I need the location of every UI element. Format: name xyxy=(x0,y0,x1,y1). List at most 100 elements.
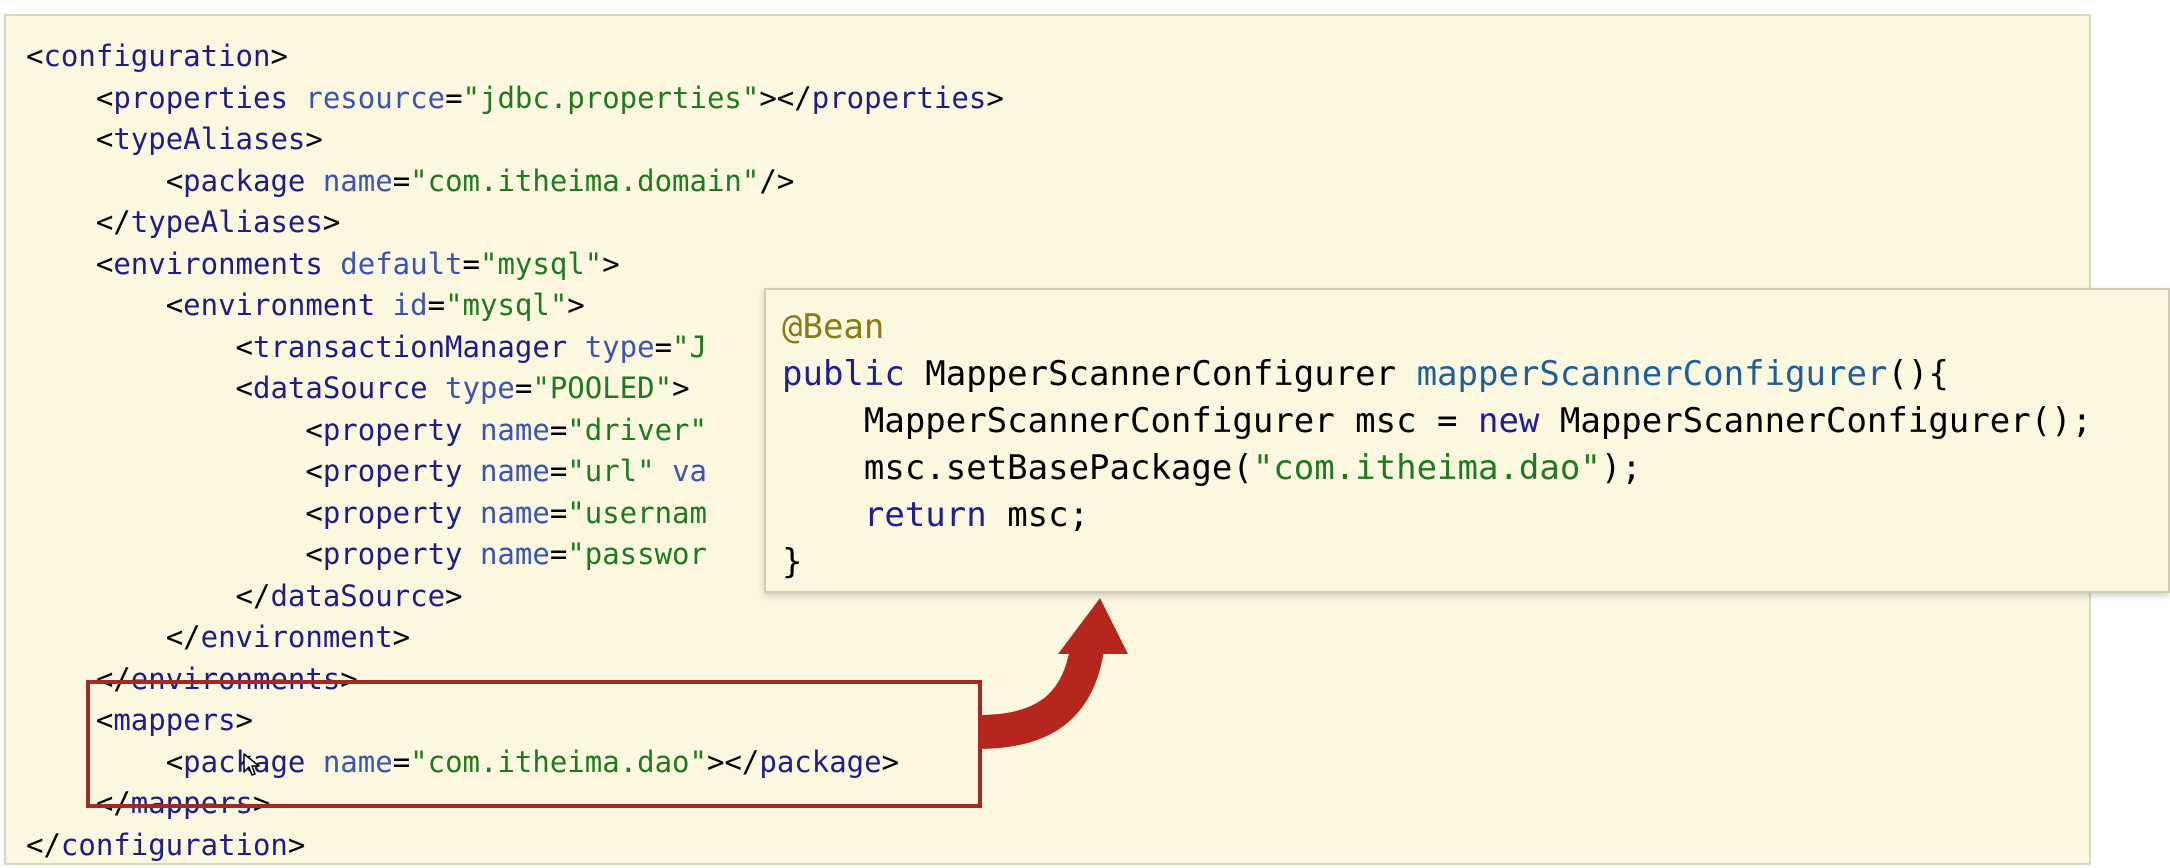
xml-token: /> xyxy=(759,163,795,198)
java-token: @Bean xyxy=(782,307,885,347)
xml-line: <environment id="mysql"> xyxy=(26,285,1004,327)
xml-token: "POOLED" xyxy=(532,371,673,405)
code-indent xyxy=(26,662,96,696)
java-line: @Bean xyxy=(782,304,2092,351)
xml-token: < xyxy=(165,744,184,779)
xml-token: > xyxy=(881,744,900,779)
xml-token: dataSource xyxy=(252,371,428,405)
xml-token: < xyxy=(305,495,323,530)
xml-token: environment xyxy=(183,288,376,322)
java-token: } xyxy=(782,542,803,582)
xml-token: = xyxy=(445,80,463,115)
xml-token: environment xyxy=(200,620,393,654)
xml-line: <property name="passwor xyxy=(26,534,1004,576)
xml-token: > xyxy=(392,620,411,654)
xml-line: </dataSource> xyxy=(26,576,1004,618)
xml-token: </ xyxy=(95,786,131,820)
xml-token: mappers xyxy=(130,786,253,820)
xml-line: <mappers> xyxy=(26,700,1004,742)
xml-token: > xyxy=(672,371,690,405)
java-token: msc; xyxy=(986,495,1090,535)
xml-token: = xyxy=(427,288,446,322)
java-line: } xyxy=(782,539,2092,586)
xml-token: environments xyxy=(113,246,323,281)
xml-token: < xyxy=(26,39,44,73)
xml-token: id xyxy=(375,288,428,322)
java-token: public xyxy=(782,354,905,394)
xml-token: "com.itheima.dao" xyxy=(410,744,707,779)
xml-token: > xyxy=(270,39,288,73)
xml-line: <dataSource type="POOLED"> xyxy=(26,368,1004,410)
xml-token: "passwor xyxy=(567,537,707,571)
xml-line: <package name="com.itheima.domain"/> xyxy=(26,161,1004,203)
xml-line: <property name="driver" xyxy=(26,410,1004,452)
xml-token: </ xyxy=(26,827,61,862)
xml-token: < xyxy=(305,412,323,447)
xml-line: <property name="usernam xyxy=(26,493,1004,535)
xml-token: va xyxy=(654,454,707,488)
java-line: msc.setBasePackage("com.itheima.dao"); xyxy=(782,445,2092,492)
xml-token: dataSource xyxy=(270,578,446,613)
xml-token: = xyxy=(392,744,411,779)
code-indent xyxy=(26,413,305,447)
xml-token: property xyxy=(322,412,463,447)
xml-token: properties xyxy=(811,80,987,115)
java-line: public MapperScannerConfigurer mapperSca… xyxy=(782,351,2092,398)
code-indent xyxy=(26,703,96,737)
xml-token: "mysql" xyxy=(445,288,568,322)
xml-line: <configuration> xyxy=(26,36,1004,78)
xml-token: = xyxy=(392,163,411,198)
java-token: new xyxy=(1477,401,1540,441)
xml-token: > xyxy=(445,578,463,613)
xml-token: typeAliases xyxy=(113,122,306,156)
xml-token: "url" xyxy=(567,454,655,488)
xml-token: resource xyxy=(287,80,446,115)
xml-token: < xyxy=(305,537,323,571)
xml-token: name xyxy=(462,454,550,488)
xml-token: = xyxy=(549,537,568,571)
xml-line: <property name="url" va xyxy=(26,451,1004,493)
xml-token: > xyxy=(252,786,271,820)
java-token: mapperScannerConfigurer xyxy=(1416,354,1888,394)
xml-token: default xyxy=(322,246,463,281)
xml-token: </ xyxy=(165,620,201,654)
xml-token: name xyxy=(462,537,550,571)
xml-token: < xyxy=(165,163,184,198)
code-indent xyxy=(26,288,166,322)
xml-token: = xyxy=(462,246,480,281)
xml-token: > xyxy=(567,288,585,322)
xml-line: </mappers> xyxy=(26,783,1004,825)
xml-token: > xyxy=(235,703,253,737)
code-indent xyxy=(26,330,236,364)
xml-token: name xyxy=(305,163,393,198)
xml-token: ></ xyxy=(706,744,760,779)
xml-token: < xyxy=(95,246,114,281)
xml-token: ></ xyxy=(759,80,812,115)
code-indent xyxy=(782,495,864,535)
xml-token: transactionManager xyxy=(252,329,568,364)
xml-line: <typeAliases> xyxy=(26,119,1004,161)
xml-token: = xyxy=(549,454,568,488)
code-indent xyxy=(26,537,305,571)
xml-token: properties xyxy=(113,80,288,115)
code-indent xyxy=(26,454,305,488)
xml-token: < xyxy=(95,703,114,737)
xml-token: "mysql" xyxy=(479,246,603,281)
xml-token: type xyxy=(427,371,515,405)
xml-token: package xyxy=(759,744,882,779)
xml-token: "usernam xyxy=(567,495,707,530)
xml-code-block: <configuration> <properties resource="jd… xyxy=(26,36,1004,866)
xml-token: configuration xyxy=(60,827,288,862)
xml-token: = xyxy=(549,412,568,447)
xml-token: = xyxy=(549,495,568,530)
xml-token: = xyxy=(654,329,673,364)
xml-token: name xyxy=(462,495,550,530)
xml-token: package xyxy=(183,163,306,198)
xml-token: environments xyxy=(130,661,341,696)
curved-arrow-icon xyxy=(977,598,1128,749)
java-token: return xyxy=(863,495,987,535)
xml-token: > xyxy=(287,827,306,862)
xml-line: </configuration> xyxy=(26,825,1004,867)
xml-token: > xyxy=(322,205,341,239)
